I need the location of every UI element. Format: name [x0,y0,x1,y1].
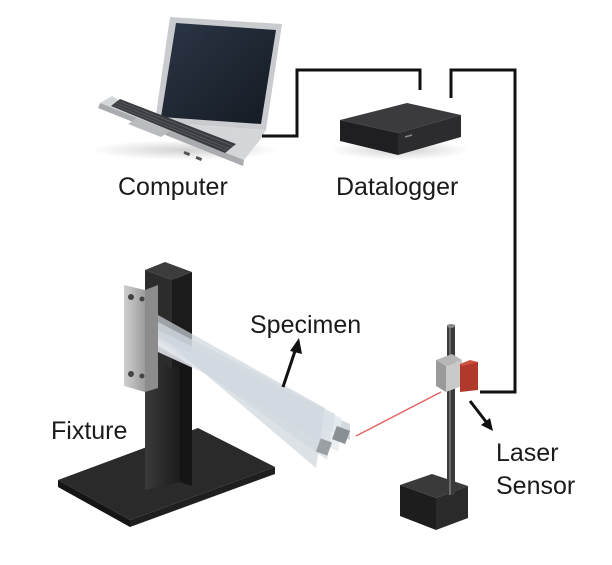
label-sensor: Sensor [496,472,575,500]
cable-computer-datalogger [262,68,422,138]
specimen-arrow [281,338,302,388]
pointer-arrows [281,338,493,431]
laser-sensor-icon [400,324,478,530]
label-datalogger: Datalogger [336,173,458,201]
label-specimen: Specimen [250,311,361,339]
label-laser: Laser [496,439,559,467]
label-computer: Computer [118,173,228,201]
specimen-strips [158,315,350,468]
laptop-icon [90,17,282,166]
sensor-arrow [468,400,493,431]
laser-beam [355,391,442,437]
cable-lines [262,68,517,394]
datalogger-icon [330,103,470,160]
cable-datalogger-sensor [449,68,517,394]
label-fixture: Fixture [51,417,127,445]
